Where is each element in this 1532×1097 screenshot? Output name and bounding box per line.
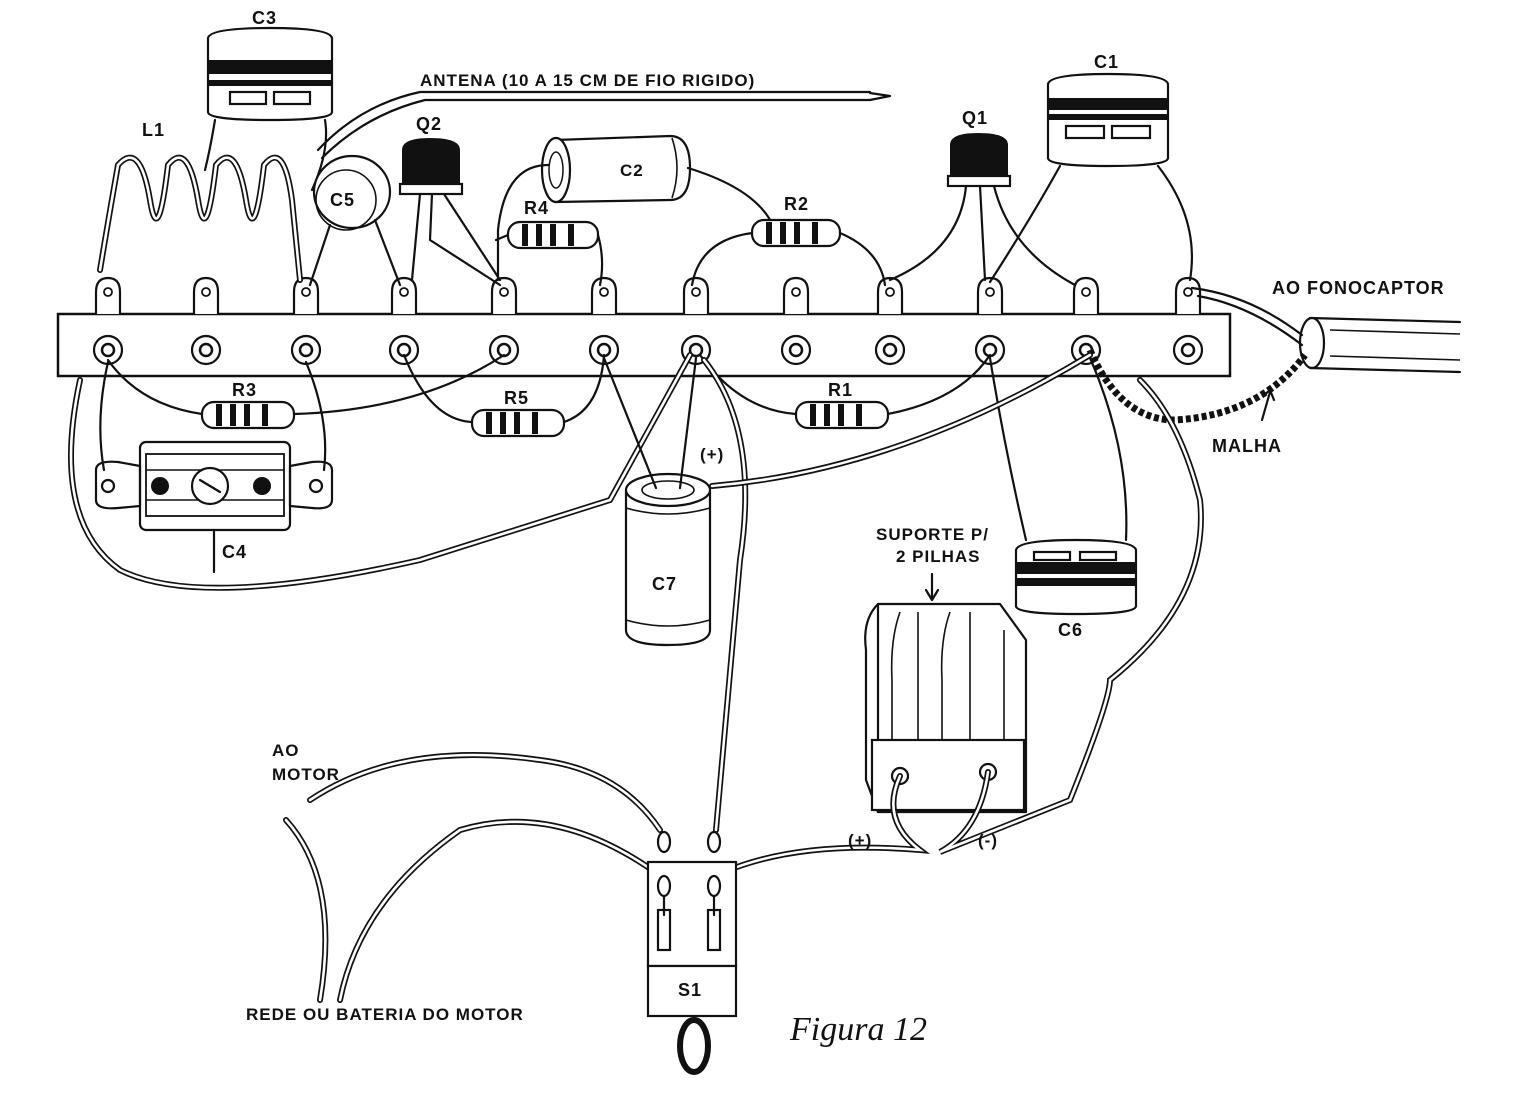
terminal-strip (56, 276, 1232, 378)
resistor-r5 (402, 353, 606, 438)
capacitor-c5 (308, 154, 402, 287)
strip-eyelet-center (298, 342, 314, 358)
lug-hole (499, 287, 509, 297)
phono-cable (1086, 286, 1462, 424)
label-c2: C2 (620, 161, 644, 180)
label-c7-plus: (+) (700, 445, 724, 464)
label-ao-motor-1: AO (272, 741, 300, 760)
strip-eyelet-center (100, 342, 116, 358)
lug-hole (599, 287, 609, 297)
resistor-r3 (106, 353, 506, 430)
label-batt-minus: (-) (978, 831, 998, 850)
transistor-q2 (398, 138, 502, 287)
strip-eyelet-center (882, 342, 898, 358)
label-r3: R3 (232, 380, 257, 400)
capacitor-c2 (496, 134, 777, 282)
battery-holder (864, 572, 1028, 814)
label-r5: R5 (504, 388, 529, 408)
capacitor-c6 (988, 356, 1138, 616)
motor-wire-a (307, 752, 663, 833)
capacitor-c3 (203, 26, 334, 192)
label-c4: C4 (222, 542, 247, 562)
strip-eyelet-center (1180, 342, 1196, 358)
label-l1: L1 (142, 120, 165, 140)
lug-hole (691, 287, 701, 297)
resistor-r2 (690, 218, 887, 287)
label-rede: REDE OU BATERIA DO MOTOR (246, 1005, 524, 1024)
capacitor-c1 (988, 72, 1193, 284)
capacitor-c7 (602, 356, 712, 647)
label-s1: S1 (678, 980, 702, 1000)
lug-hole (791, 287, 801, 297)
lug-hole (201, 287, 211, 297)
antenna-wire (316, 90, 892, 160)
lug-hole (399, 287, 409, 297)
lug-hole (103, 287, 113, 297)
strip-eyelet-center (198, 342, 214, 358)
strip-eyelet-center (688, 342, 704, 358)
label-ao-motor-2: MOTOR (272, 765, 340, 784)
switch-s1 (646, 830, 738, 1075)
lug-hole (1081, 287, 1091, 297)
trimmer-c4 (94, 360, 334, 574)
label-r1: R1 (828, 380, 853, 400)
label-r4: R4 (524, 198, 549, 218)
strip-eyelet-center (788, 342, 804, 358)
label-q2: Q2 (416, 114, 442, 134)
lug-hole (1183, 287, 1193, 297)
label-antena: ANTENA (10 A 15 CM DE FIO RIGIDO) (420, 71, 755, 90)
resistor-r1 (698, 353, 992, 430)
label-q1: Q1 (962, 108, 988, 128)
label-c7: C7 (652, 574, 677, 594)
figure-caption: Figura 12 (789, 1011, 927, 1048)
coil-l1 (97, 154, 303, 283)
label-fonocaptor: AO FONOCAPTOR (1272, 278, 1445, 298)
label-suporte-1: SUPORTE P/ (876, 525, 989, 544)
label-r2: R2 (784, 194, 809, 214)
lug-hole (301, 287, 311, 297)
label-malha: MALHA (1212, 436, 1282, 456)
label-c5: C5 (330, 190, 355, 210)
label-suporte-2: 2 PILHAS (896, 547, 981, 566)
lug-hole (985, 287, 995, 297)
label-c3: C3 (252, 8, 277, 28)
resistor-r4 (494, 220, 604, 287)
label-batt-plus: (+) (848, 831, 872, 850)
lug-hole (885, 287, 895, 297)
label-c6: C6 (1058, 620, 1083, 640)
label-c1: C1 (1094, 52, 1119, 72)
transistor-q1 (888, 133, 1077, 287)
